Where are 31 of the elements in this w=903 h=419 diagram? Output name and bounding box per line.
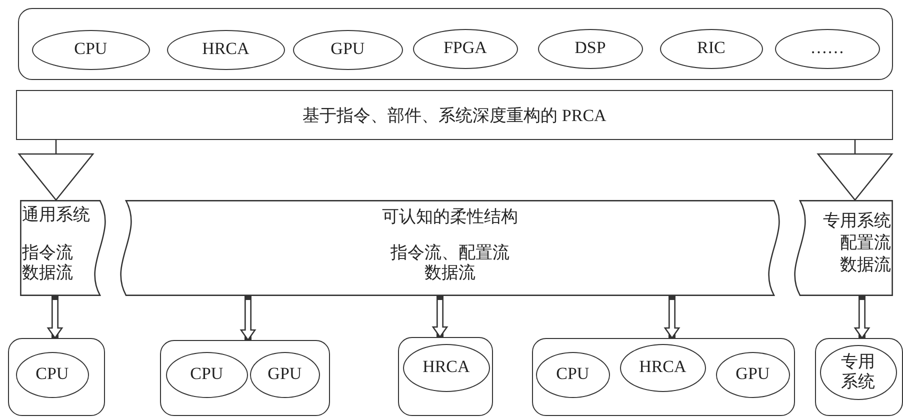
panel-heading: 通用系统 [22,206,90,225]
ellipse-node: FPGA [412,28,518,69]
ellipse-node: …… [774,28,880,69]
group-box [18,8,893,80]
panel-text: 数据流 [22,264,73,283]
ellipse-node: GPU [716,352,790,398]
ellipse-node: HRCA [620,344,706,392]
ellipse-node: CPU [536,352,610,398]
panel-heading: 可认知的柔性结构 [382,208,518,227]
ellipse-node: GPU [250,352,320,398]
ellipse-node: RIC [660,28,763,69]
panel-text: 指令流、配置流 [390,244,510,263]
panel-text: 数据流 [424,264,476,283]
ellipse-node: GPU [292,30,403,70]
panel-heading: 专用系统 [823,212,891,231]
panel-text: 数据流 [840,256,891,275]
ellipse-node: CPU [32,30,150,70]
panel-text: 配置流 [840,234,891,253]
ellipse-node: CPU [166,352,248,398]
ellipse-node: 专用系统 [820,344,897,400]
ellipse-node: HRCA [166,30,285,70]
group-box [398,337,493,416]
group-box [532,338,795,416]
group-box [815,338,903,416]
group-box [160,340,330,416]
group-box [8,338,105,416]
panel-text: 指令流 [22,244,73,263]
ellipse-node: DSP [538,28,643,69]
banner: 基于指令、部件、系统深度重构的 PRCA [16,90,893,140]
ellipse-node: HRCA [402,344,490,392]
ellipse-node: CPU [16,352,89,398]
